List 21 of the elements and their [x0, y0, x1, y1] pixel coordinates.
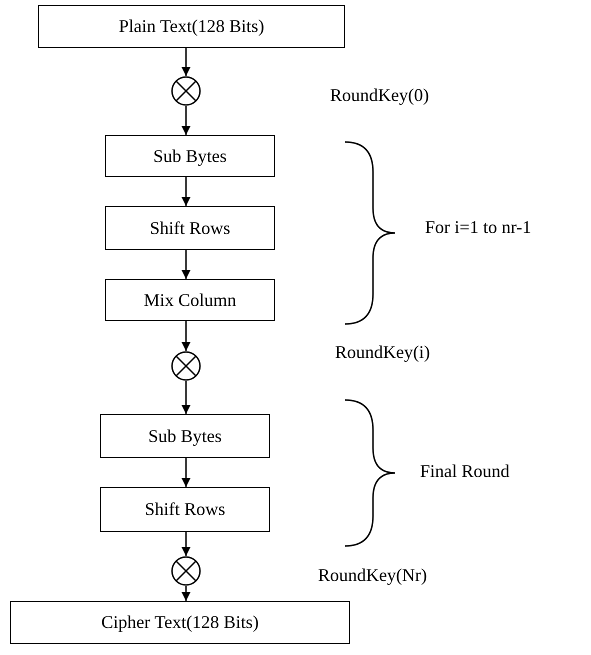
arrow — [182, 250, 190, 279]
arrow — [182, 381, 190, 414]
process-box: Mix Column — [105, 279, 275, 321]
arrow — [182, 458, 190, 487]
process-box: Sub Bytes — [105, 135, 275, 177]
arrow — [182, 321, 190, 351]
brace-label: Final Round — [420, 461, 510, 482]
arrow — [182, 586, 190, 601]
process-box: Shift Rows — [100, 487, 270, 532]
process-box: Sub Bytes — [100, 414, 270, 458]
arrow — [182, 177, 190, 206]
process-box: Plain Text(128 Bits) — [38, 5, 345, 48]
round-key-label: RoundKey(i) — [335, 342, 430, 363]
arrow — [182, 532, 190, 556]
arrow — [182, 106, 190, 135]
round-key-label: RoundKey(Nr) — [318, 565, 427, 586]
brace-label: For i=1 to nr-1 — [425, 217, 532, 238]
arrow — [182, 48, 190, 76]
process-box: Shift Rows — [105, 206, 275, 250]
process-box: Cipher Text(128 Bits) — [10, 601, 350, 644]
round-key-label: RoundKey(0) — [330, 85, 429, 106]
